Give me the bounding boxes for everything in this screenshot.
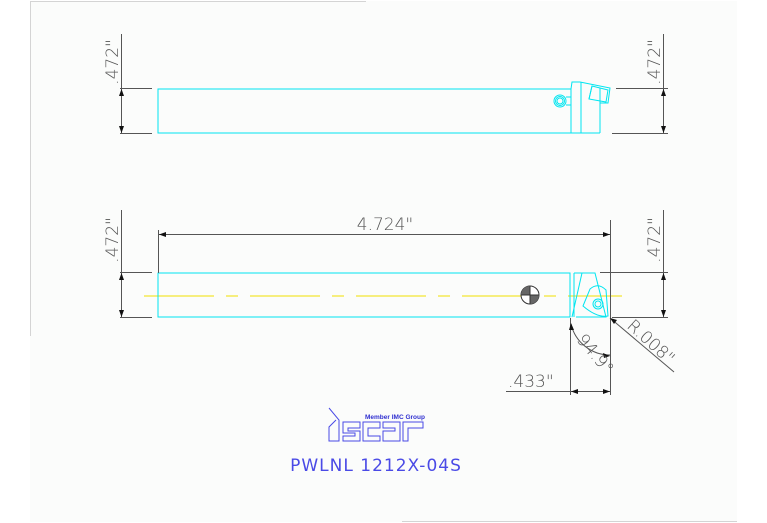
top-left-height-label: .472" [103, 39, 123, 85]
corner-radius-label: R.008" [623, 316, 679, 369]
side-right-height-label: .472" [645, 217, 665, 263]
overall-length-dimension [158, 220, 611, 395]
top-right-height-dimension [612, 34, 668, 134]
logo-tagline: Member IMC Group [365, 414, 425, 421]
top-view: .472" .472" [103, 34, 668, 134]
side-right-height-dimension [600, 210, 668, 318]
frame-border [30, 1, 737, 522]
top-left-height-dimension [119, 34, 152, 134]
side-view: 4.724" .472" .472" 94.9° [103, 210, 678, 395]
part-number-title: PWLNL 1212X-04S [290, 456, 462, 476]
top-view-shank-outline [157, 81, 611, 134]
side-left-height-dimension [119, 210, 152, 318]
top-right-height-label: .472" [645, 39, 665, 85]
iscar-logo [328, 407, 424, 442]
offset-dimension [506, 389, 610, 394]
side-view-shank-outline [157, 272, 609, 318]
corner-radius-dimension [609, 317, 675, 373]
screw-icon [553, 94, 571, 108]
side-left-height-label: .472" [103, 217, 123, 263]
center-mark-icon [520, 285, 540, 305]
lead-angle-dimension [569, 318, 611, 395]
overall-length-label: 4.724" [357, 215, 414, 235]
offset-label: .433" [508, 372, 554, 392]
